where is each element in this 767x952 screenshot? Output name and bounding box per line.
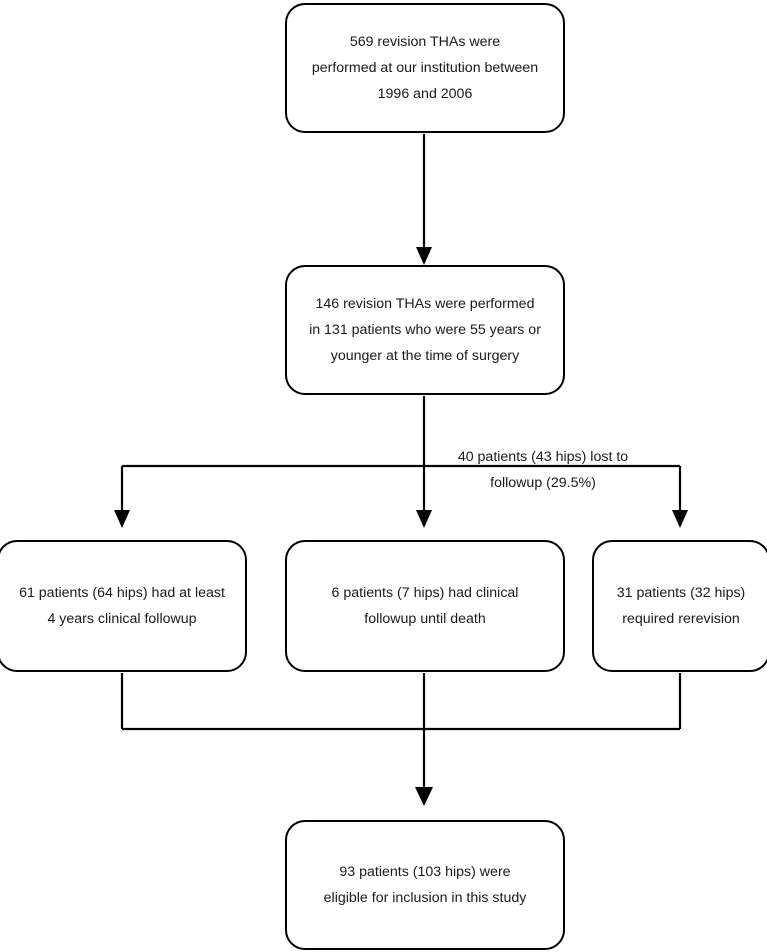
age-eligible-text: 146 revision THAs were performed in 131 …	[309, 296, 541, 364]
arrow-total-to-eligible	[416, 134, 432, 265]
required-rerevision-text: 31 patients (32 hips) required rerevisio…	[616, 585, 746, 627]
total-revisions-text: 569 revision THAs were performed at our …	[311, 34, 539, 102]
clinical-followup-box: 61 patients (64 hips) had at least 4 yea…	[0, 540, 247, 672]
followup-until-death-text: 6 patients (7 hips) had clinical followu…	[331, 585, 519, 627]
lost-to-followup-label: 40 patients (43 hips) lost to followup (…	[428, 418, 658, 522]
clinical-followup-text: 61 patients (64 hips) had at least 4 yea…	[19, 585, 225, 627]
age-eligible-box: 146 revision THAs were performed in 131 …	[285, 265, 565, 395]
merge-bus-to-final	[120, 673, 682, 806]
final-eligible-text: 93 patients (103 hips) were eligible for…	[323, 864, 527, 906]
final-eligible-box: 93 patients (103 hips) were eligible for…	[285, 820, 565, 950]
lost-to-followup-text: 40 patients (43 hips) lost to followup (…	[457, 449, 629, 491]
total-revisions-box: 569 revision THAs were performed at our …	[285, 3, 565, 133]
required-rerevision-box: 31 patients (32 hips) required rerevisio…	[592, 540, 767, 672]
followup-until-death-box: 6 patients (7 hips) had clinical followu…	[285, 540, 565, 672]
